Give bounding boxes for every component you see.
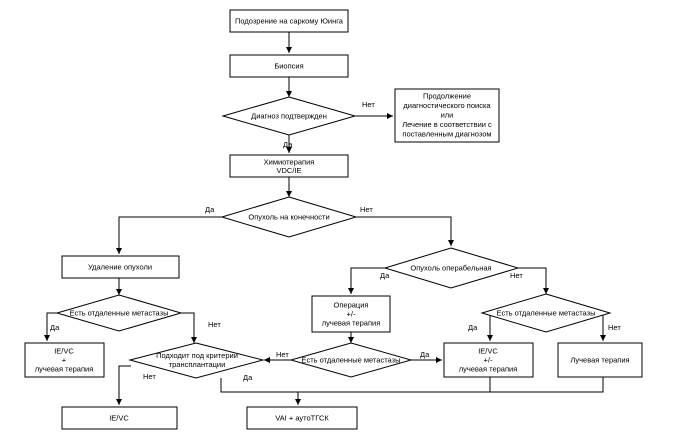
label-yes-mets-right: Да (468, 323, 478, 332)
node-metastases-right: Есть отдаленные метастазы (480, 293, 612, 333)
node-metastases-left: Есть отдаленные метастазы (55, 294, 183, 332)
node-ievc: IE/VC (61, 406, 178, 430)
node-ievc-text: IE/VC (109, 414, 129, 423)
node-tumor-operable-text: Опухоль операбельная (410, 264, 491, 273)
continue_search-line-3: Лечение в соответствии с (402, 120, 492, 129)
label-no-limb: Нет (360, 205, 373, 214)
edge-ievc-rt2-merge (298, 377, 491, 393)
node-biopsy: Биопсия (229, 54, 349, 78)
ievc_rt-line-1: + (62, 356, 67, 365)
transplant-line-1: трансплантации (169, 360, 226, 369)
edge-labels: Нет Да Да Нет Да Нет Да Нет Да Нет Нет Д… (50, 100, 621, 382)
node-suspicion-text: Подозрение на саркому Юинга (235, 17, 344, 26)
edge-transplant-no (116, 365, 131, 405)
label-no-operable: Нет (510, 271, 523, 280)
tumor_limb-line-0: Опухоль на конечности (248, 213, 329, 222)
mets_mid-line-0: Есть отдаленные метастазы (302, 356, 401, 365)
diag_confirmed-line-0: Диагноз подтвержден (251, 112, 327, 121)
edge-radiation-merge (490, 377, 604, 393)
nodes: Подозрение на саркому Юинга Биопсия Диаг… (24, 9, 643, 430)
node-tumor-removal-text: Удаление опухоли (88, 263, 152, 272)
label-no-mets-left: Нет (208, 320, 221, 329)
label-no-mets-right: Нет (608, 323, 621, 332)
radiation-line-0: Лучевая терапия (570, 356, 629, 365)
node-ievc-radiation: IE/VC+лучевая терапия (24, 342, 105, 378)
edge-limb-yes (116, 216, 222, 254)
node-tumor-operable: Опухоль операбельная (383, 247, 520, 289)
surgery-line-0: Операция (334, 301, 369, 310)
node-tumor-limb-text: Опухоль на конечности (248, 213, 329, 222)
edge-mets-left-yes (44, 312, 57, 341)
edges (44, 32, 606, 405)
node-ievc-radiation-text: IE/VC+лучевая терапия (35, 347, 94, 374)
node-vai-autohsct: VAI + аутоТГСК (246, 406, 358, 430)
operable-line-0: Опухоль операбельная (410, 264, 491, 273)
label-yes-diagnosis: Да (283, 140, 293, 149)
node-tumor-limb: Опухоль на конечности (220, 196, 358, 238)
mets_left-line-0: Есть отдаленные метастазы (70, 309, 169, 318)
surgery-line-2: лучевая терапия (322, 319, 381, 328)
label-yes-mets-left: Да (50, 323, 60, 332)
node-diagnosis-confirmed: Диагноз подтвержден (221, 96, 357, 136)
ievc_rt-line-0: IE/VC (54, 347, 74, 356)
node-surgery-text: Операция+/-лучевая терапия (322, 301, 381, 328)
node-metastases-right-text: Есть отдаленные метастазы (497, 309, 596, 318)
label-no-diagnosis: Нет (362, 100, 375, 109)
edge-transplant-yes (220, 378, 301, 405)
node-ievc-radiation-optional-text: IE/VC+/-лучевая терапия (459, 347, 518, 374)
transplant-line-0: Подходит под критерии (156, 351, 238, 360)
surgery-line-1: +/- (347, 310, 356, 319)
edge-mets-left-no (181, 312, 197, 343)
node-metastases-mid-text: Есть отдаленные метастазы (302, 356, 401, 365)
biopsy-line-0: Биопсия (274, 62, 303, 71)
edge-limb-no (356, 216, 454, 246)
node-diagnosis-confirmed-text: Диагноз подтвержден (251, 112, 327, 121)
node-vai-autohsct-text: VAI + аутоТГСК (275, 414, 329, 423)
node-metastases-mid: Есть отдаленные метастазы (289, 342, 413, 378)
chemo-line-1: VDC/IE (276, 166, 301, 175)
label-no-mets-mid: Нет (276, 350, 289, 359)
node-radiation-therapy-text: Лучевая терапия (570, 356, 629, 365)
edge-operable-no (518, 267, 549, 294)
node-ievc-radiation-optional: IE/VC+/-лучевая терапия (443, 342, 534, 378)
ievc_rt2-line-2: лучевая терапия (459, 365, 518, 374)
continue_search-line-4: поставленным диагнозом (402, 130, 491, 139)
label-yes-mets-mid: Да (420, 350, 430, 359)
label-yes-operable: Да (380, 271, 390, 280)
label-no-transplant: Нет (143, 372, 156, 381)
edge-operable-yes (348, 267, 385, 294)
node-suspicion: Подозрение на саркому Юинга (229, 9, 349, 33)
node-radiation-therapy: Лучевая терапия (557, 342, 643, 378)
label-yes-limb: Да (205, 205, 215, 214)
node-surgery: Операция+/-лучевая терапия (311, 295, 391, 333)
node-metastases-left-text: Есть отдаленные метастазы (70, 309, 169, 318)
ievc_rt2-line-1: +/- (484, 356, 493, 365)
ievc-line-0: IE/VC (109, 414, 129, 423)
node-biopsy-text: Биопсия (274, 62, 303, 71)
continue_search-line-0: Продолжение (423, 92, 471, 101)
label-yes-transplant: Да (243, 373, 253, 382)
mets_right-line-0: Есть отдаленные метастазы (497, 309, 596, 318)
chemo-line-0: Химиотерапия (264, 157, 315, 166)
vai-line-0: VAI + аутоТГСК (275, 414, 329, 423)
node-tumor-removal: Удаление опухоли (61, 255, 180, 279)
ievc_rt-line-2: лучевая терапия (35, 365, 94, 374)
ievc_rt2-line-0: IE/VC (478, 347, 498, 356)
suspicion-line-0: Подозрение на саркому Юинга (235, 17, 344, 26)
removal-line-0: Удаление опухоли (88, 263, 152, 272)
continue_search-line-1: диагностического поиска (403, 101, 491, 110)
continue_search-line-2: или (441, 111, 454, 120)
